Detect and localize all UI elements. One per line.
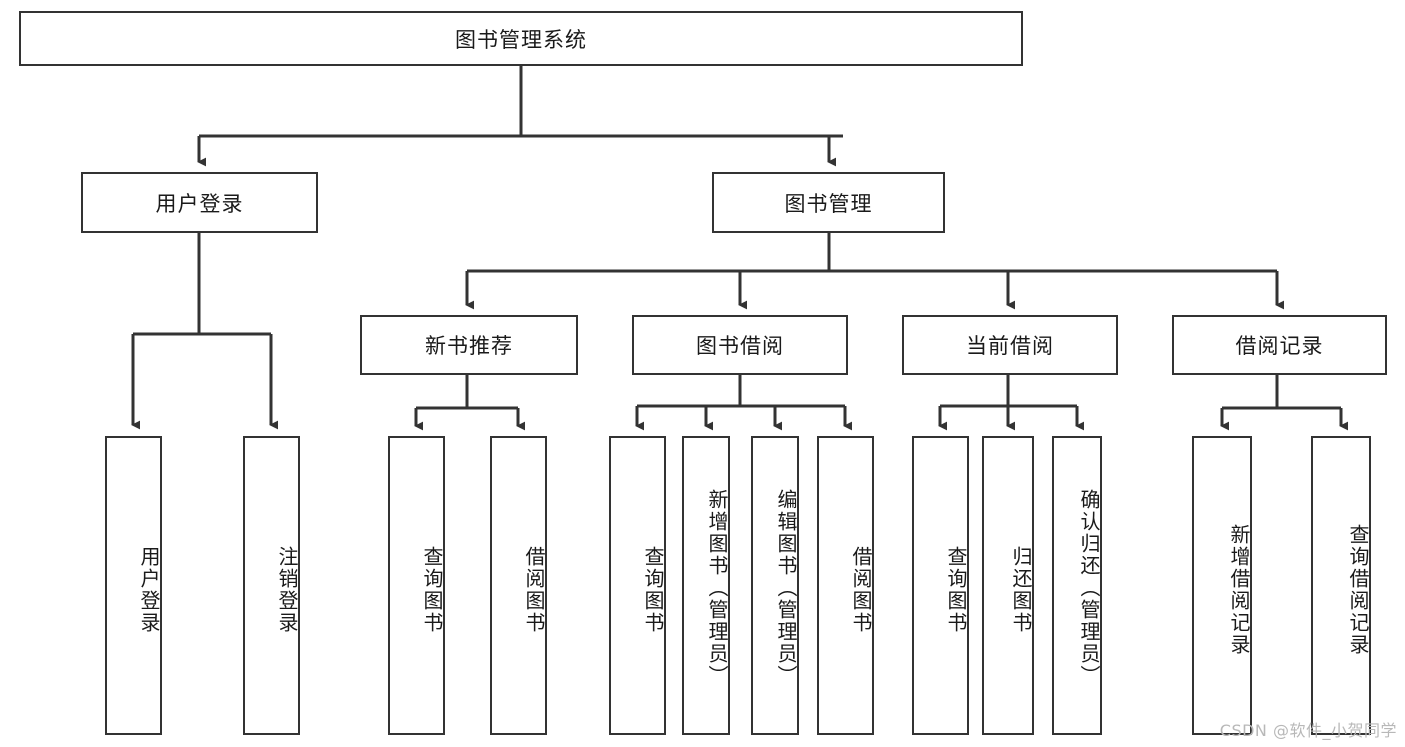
node-label: 新书推荐 bbox=[425, 334, 513, 358]
node-label: 新增借阅记录 bbox=[1227, 523, 1251, 656]
node-new-book-recommend[interactable]: 新书推荐 bbox=[360, 315, 578, 375]
node-label: 借阅图书 bbox=[849, 545, 873, 634]
node-label: 查询图书 bbox=[641, 545, 665, 634]
node-label: 用户登录 bbox=[155, 191, 244, 216]
node-label: 确认归还（管理员） bbox=[1077, 489, 1101, 687]
node-label: 图书管理 bbox=[784, 191, 873, 216]
watermark-text: CSDN @软件_小贺同学 bbox=[1219, 721, 1397, 740]
leaf-current-return-book[interactable]: 归还图书 bbox=[982, 436, 1034, 735]
node-user-login[interactable]: 用户登录 bbox=[81, 172, 318, 233]
node-label: 图书管理系统 bbox=[455, 27, 587, 52]
leaf-record-add-record[interactable]: 新增借阅记录 bbox=[1192, 436, 1252, 735]
node-label: 图书借阅 bbox=[696, 334, 784, 358]
node-label: 查询借阅记录 bbox=[1346, 523, 1370, 656]
node-book-management[interactable]: 图书管理 bbox=[712, 172, 945, 233]
leaf-user-login-signin[interactable]: 用户登录 bbox=[105, 436, 162, 735]
node-label: 编辑图书（管理员） bbox=[774, 489, 798, 687]
node-label: 查询图书 bbox=[944, 545, 968, 634]
node-book-borrow[interactable]: 图书借阅 bbox=[632, 315, 848, 375]
node-borrow-record[interactable]: 借阅记录 bbox=[1172, 315, 1387, 375]
node-label: 注销登录 bbox=[275, 545, 299, 634]
leaf-recommend-query-book[interactable]: 查询图书 bbox=[388, 436, 445, 735]
leaf-user-login-signout[interactable]: 注销登录 bbox=[243, 436, 300, 735]
leaf-borrow-add-book-admin[interactable]: 新增图书（管理员） bbox=[682, 436, 730, 735]
leaf-record-query-record[interactable]: 查询借阅记录 bbox=[1311, 436, 1371, 735]
node-label: 当前借阅 bbox=[966, 334, 1054, 358]
node-label: 借阅记录 bbox=[1235, 334, 1324, 358]
leaf-borrow-edit-book-admin[interactable]: 编辑图书（管理员） bbox=[751, 436, 799, 735]
node-label: 借阅图书 bbox=[522, 545, 546, 634]
leaf-borrow-query-book[interactable]: 查询图书 bbox=[609, 436, 666, 735]
leaf-borrow-borrow-book[interactable]: 借阅图书 bbox=[817, 436, 874, 735]
node-label: 归还图书 bbox=[1009, 545, 1033, 634]
node-current-borrow[interactable]: 当前借阅 bbox=[902, 315, 1118, 375]
node-label: 新增图书（管理员） bbox=[705, 489, 729, 687]
node-root-system[interactable]: 图书管理系统 bbox=[19, 11, 1023, 66]
leaf-recommend-borrow-book[interactable]: 借阅图书 bbox=[490, 436, 547, 735]
node-label: 查询图书 bbox=[420, 545, 444, 634]
node-label: 用户登录 bbox=[137, 545, 161, 634]
leaf-current-query-book[interactable]: 查询图书 bbox=[912, 436, 969, 735]
leaf-current-confirm-return-admin[interactable]: 确认归还（管理员） bbox=[1052, 436, 1102, 735]
